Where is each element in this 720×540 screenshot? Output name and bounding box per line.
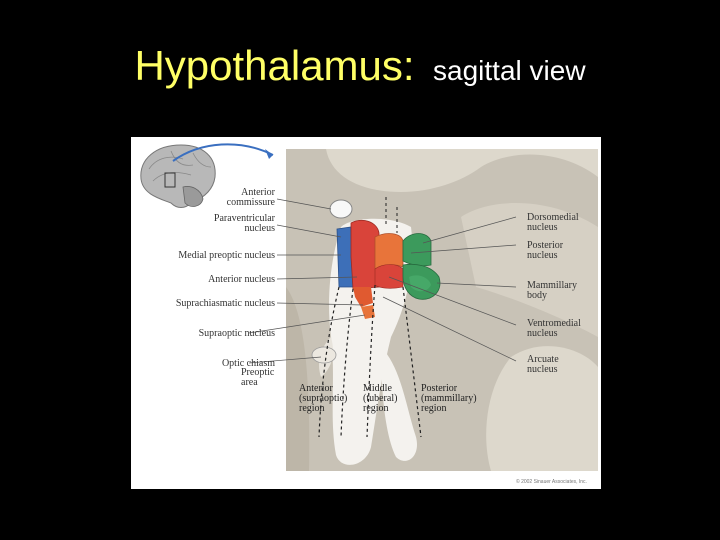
middle-region-label-line: region (363, 403, 389, 414)
left-label: Supraoptic nucleus (199, 328, 275, 339)
left-label-line: Supraoptic nucleus (199, 328, 275, 339)
right-label-line: nucleus (527, 222, 558, 233)
right-label-line: nucleus (527, 364, 558, 375)
right-label-line: nucleus (527, 328, 558, 339)
left-label-line: Medial preoptic nucleus (178, 250, 275, 261)
left-label-line: nucleus (244, 223, 275, 234)
copyright-text: © 2002 Sinauer Associates, Inc. (516, 478, 587, 485)
sagittal-section (286, 149, 598, 471)
left-label: Anterior nucleus (208, 274, 275, 285)
title-subtitle: sagittal view (433, 55, 586, 86)
title-main: Hypothalamus: (134, 42, 414, 89)
slide-title: Hypothalamus: sagittal view (0, 42, 720, 90)
posterior-region-label-line: region (421, 403, 447, 414)
right-label-line: body (527, 290, 547, 301)
left-label: Suprachiasmatic nucleus (176, 298, 275, 309)
preoptic-area-label-line: area (241, 377, 258, 388)
left-label-line: commissure (227, 197, 276, 208)
left-label-line: Anterior nucleus (208, 274, 275, 285)
left-label-line: Suprachiasmatic nucleus (176, 298, 275, 309)
anterior-region-label-line: region (299, 403, 325, 414)
left-label: Medial preoptic nucleus (178, 250, 275, 261)
right-label-line: nucleus (527, 250, 558, 261)
